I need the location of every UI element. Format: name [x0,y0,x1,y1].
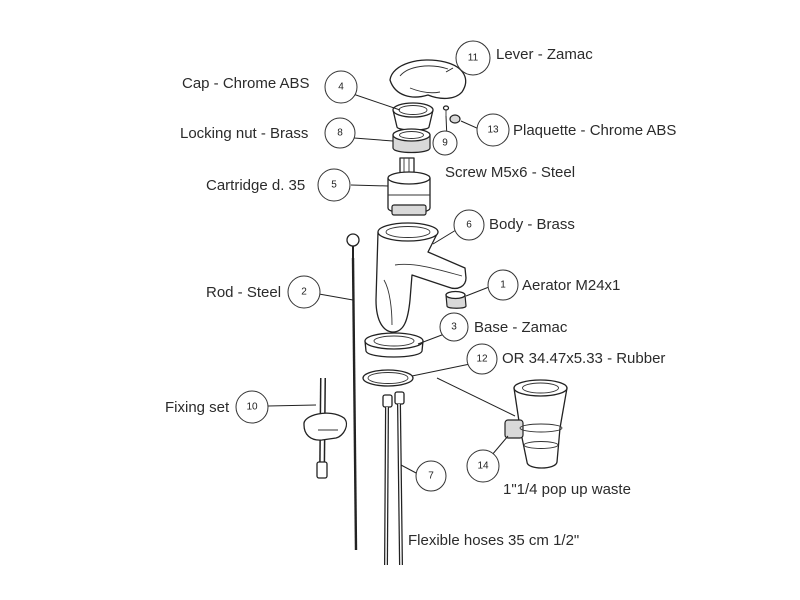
callout-label: Lever - Zamac [496,46,593,63]
callout-number: 14 [477,461,489,472]
callout-label: Cartridge d. 35 [206,177,305,194]
callout-number: 13 [487,125,499,136]
callout-number: 6 [466,220,472,231]
o-ring-part [362,369,414,387]
callout-label: Flexible hoses 35 cm 1/2" [408,532,579,549]
callout-10: 10 Fixing set [165,390,269,424]
callout-label: Body - Brass [489,216,575,233]
callout-label: Aerator M24x1 [522,277,620,294]
callout-8: 8 Locking nut - Brass [180,117,356,149]
callout-7: 7 Flexible hoses 35 cm 1/2" [408,460,579,549]
callout-number: 9 [442,138,448,149]
callout-9: 9 Screw M5x6 - Steel [432,130,575,181]
callout-number: 4 [338,82,344,93]
callout-label: 1"1/4 pop up waste [503,481,631,498]
callout-label: Locking nut - Brass [180,125,308,142]
callout-number: 11 [468,53,479,64]
callout-label: Cap - Chrome ABS [182,75,310,92]
pop-up-waste-part [436,377,568,469]
cap-part [392,102,434,131]
callout-number: 8 [337,128,343,139]
callout-3: 3 Base - Zamac [439,312,568,342]
callout-11: 11 Lever - Zamac [455,40,593,76]
callout-label: OR 34.47x5.33 - Rubber [502,350,665,367]
callout-label: Screw M5x6 - Steel [445,164,575,181]
rod-part [346,233,360,551]
callout-number: 10 [246,402,258,413]
callout-number: 1 [500,280,506,291]
base-part [364,332,424,358]
callout-number: 5 [331,180,337,191]
body-part [375,222,467,333]
callout-13: 13 Plaquette - Chrome ABS [476,113,676,147]
callout-12: 12 OR 34.47x5.33 - Rubber [466,343,665,375]
callout-label: Fixing set [165,399,230,416]
lever-part [389,59,467,100]
callout-14: 14 1"1/4 pop up waste [466,449,631,498]
callout-number: 2 [301,287,307,298]
callout-label: Rod - Steel [206,284,281,301]
callout-label: Plaquette - Chrome ABS [513,122,676,139]
callout-label: Base - Zamac [474,319,568,336]
callout-2: 2 Rod - Steel [206,275,321,309]
plaquette-part [442,105,461,124]
callout-number: 3 [451,322,457,333]
callout-number: 7 [428,471,434,482]
callout-5: 5 Cartridge d. 35 [206,168,351,202]
cartridge-part [387,157,431,216]
fixing-set-part [303,377,348,479]
flexible-hoses-part [382,391,405,566]
locking-nut-part [392,128,431,154]
callout-6: 6 Body - Brass [453,209,575,241]
aerator-part [445,290,467,309]
callout-number: 12 [476,354,488,365]
callout-4: 4 Cap - Chrome ABS [182,70,358,104]
callout-1: 1 Aerator M24x1 [487,269,620,301]
